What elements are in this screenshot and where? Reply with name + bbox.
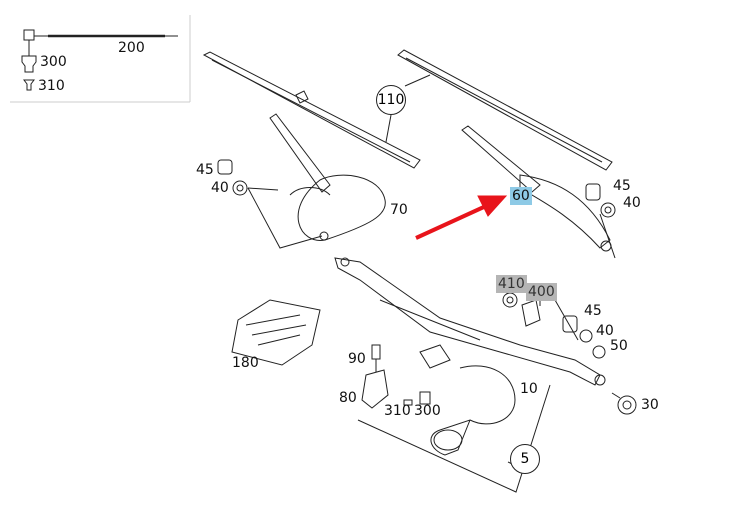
- connector-30: [611, 392, 637, 415]
- callout-110[interactable]: 110: [376, 85, 406, 115]
- wiper-arm-left: [269, 113, 386, 241]
- wiper-linkage: [334, 257, 606, 386]
- nuts-and-caps: [217, 159, 616, 359]
- callout-50[interactable]: 50: [610, 338, 628, 354]
- wiper-motor: [419, 344, 516, 456]
- callout-410[interactable]: 410: [496, 275, 527, 293]
- callout-45-right[interactable]: 45: [613, 178, 631, 194]
- label-200[interactable]: 200: [118, 40, 145, 56]
- leader-lines: [247, 187, 616, 341]
- callout-70[interactable]: 70: [390, 202, 408, 218]
- callout-40-left[interactable]: 40: [211, 180, 229, 196]
- callout-60-selected[interactable]: 60: [510, 187, 532, 205]
- callout-40-right[interactable]: 40: [623, 195, 641, 211]
- legend-box: [10, 15, 191, 103]
- callout-400[interactable]: 400: [526, 283, 557, 301]
- callout-180[interactable]: 180: [232, 355, 259, 371]
- callout-300[interactable]: 300: [414, 403, 441, 419]
- callout-10[interactable]: 10: [520, 381, 538, 397]
- bolt-and-bracket: [361, 344, 389, 409]
- control-unit-part: [231, 299, 321, 366]
- red-arrow-indicator: [415, 195, 508, 240]
- wiper-blade-right: [397, 49, 613, 171]
- label-300-legend[interactable]: 300: [40, 54, 67, 70]
- callout-90[interactable]: 90: [348, 351, 366, 367]
- callout-45-lower[interactable]: 45: [584, 303, 602, 319]
- wiper-blade-left: [202, 51, 421, 169]
- callout-45-left[interactable]: 45: [196, 162, 214, 178]
- wiper-arm-right: [461, 125, 612, 252]
- callout-30[interactable]: 30: [641, 397, 659, 413]
- callout-40-lower[interactable]: 40: [596, 323, 614, 339]
- callout-5[interactable]: 5: [510, 444, 540, 474]
- label-310-legend[interactable]: 310: [38, 78, 65, 94]
- motor-connector-parts: [403, 391, 431, 406]
- callout-80[interactable]: 80: [339, 390, 357, 406]
- callout-310[interactable]: 310: [384, 403, 411, 419]
